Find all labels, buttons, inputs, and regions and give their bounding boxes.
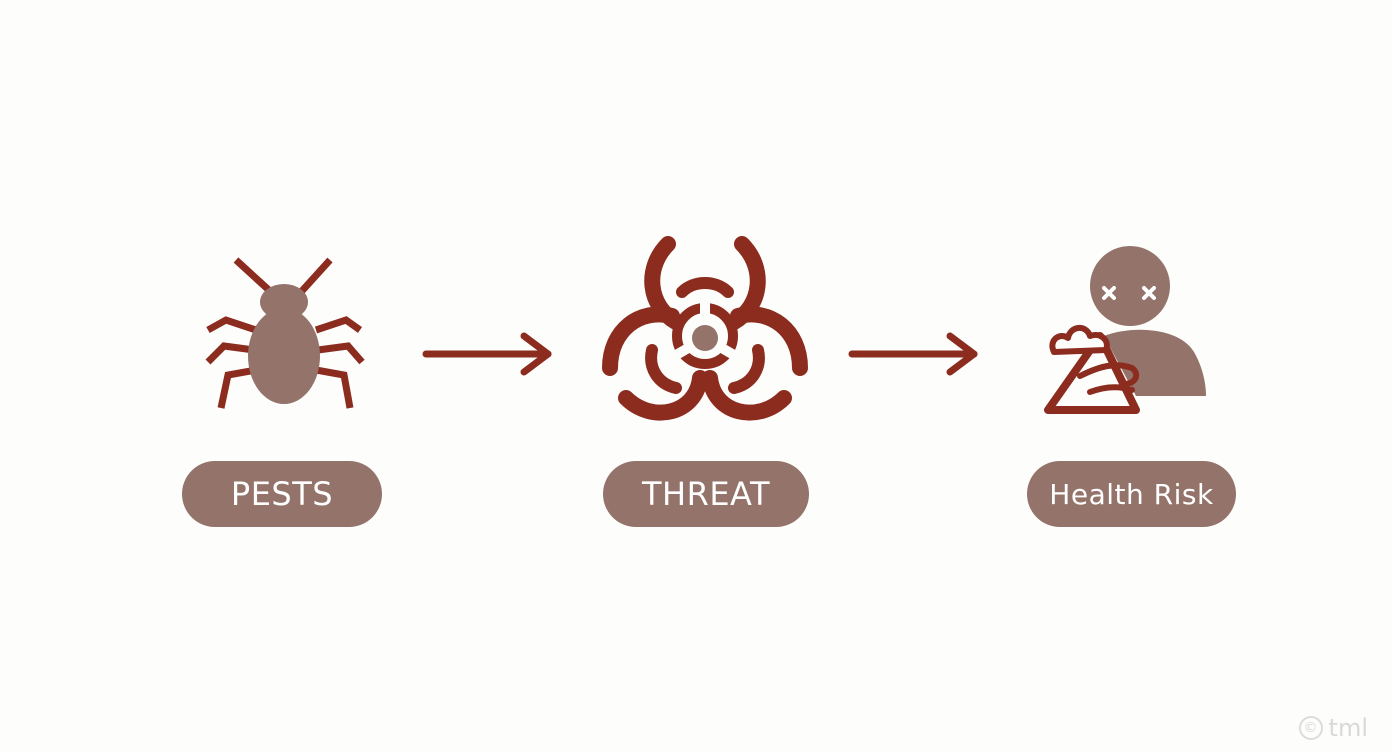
step-label-text: THREAT	[641, 475, 770, 513]
watermark-logo-icon: ©	[1298, 716, 1323, 740]
step-label-text: PESTS	[230, 475, 334, 513]
arrow-right-icon	[422, 332, 552, 376]
step-label-pests: PESTS	[182, 461, 382, 527]
watermark-text: tml	[1328, 714, 1368, 742]
step-label-text: Health Risk	[1049, 477, 1214, 511]
watermark: © tml	[1298, 714, 1368, 742]
bug-icon	[205, 257, 365, 409]
sick-person-icon	[1044, 246, 1206, 414]
biohazard-icon	[602, 236, 808, 421]
step-label-threat: THREAT	[603, 461, 809, 527]
arrow-right-icon	[848, 332, 978, 376]
step-label-health-risk: Health Risk	[1027, 461, 1236, 527]
